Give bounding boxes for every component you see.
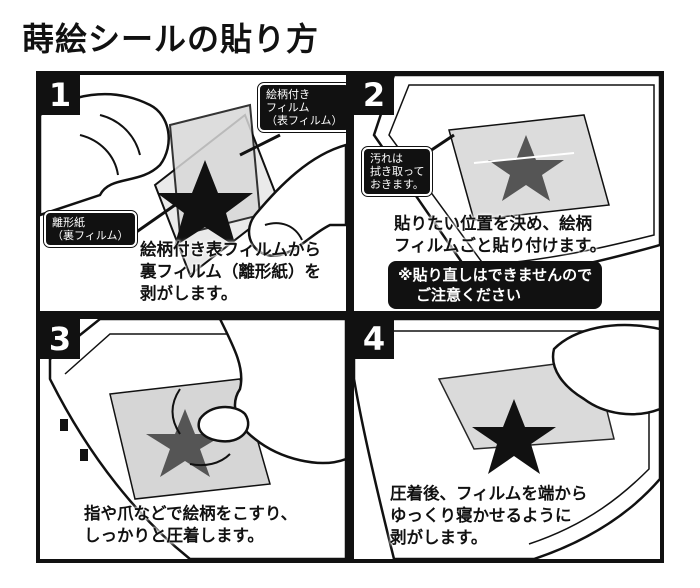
film-label: 絵柄付き フィルム （表フィルム） [257, 82, 346, 133]
step-1-caption: 絵柄付き表フィルムから 裏フィルム（離形紙）を 剥がします。 [140, 240, 321, 303]
step-1-panel: 1 絵柄付き フィルム （表フィルム） 離形紙 （裏フィルム） 絵柄付き表フィル… [40, 75, 346, 311]
left-hand-shape [40, 92, 170, 217]
release-paper-label: 離形紙 （裏フィルム） [43, 210, 138, 248]
step-3-illustration [48, 319, 346, 559]
page-title: 蒔絵シールの貼り方 [22, 20, 320, 58]
step-4-illustration [354, 319, 660, 559]
star-motif [146, 409, 225, 477]
step-number: 3 [40, 319, 80, 359]
step-number: 1 [40, 75, 80, 115]
right-hand-shape [247, 143, 346, 257]
hand-shape [551, 323, 660, 416]
step-2-panel: 2 汚れは 拭き取って おきます。 貼りたい位置を決め、絵柄 フィルムごと貼り付… [354, 75, 660, 311]
star-motif [488, 135, 564, 201]
instruction-grid: 1 絵柄付き フィルム （表フィルム） 離形紙 （裏フィルム） 絵柄付き表フィル… [36, 71, 664, 563]
step-4-panel: 4 圧着後、フィルムを端から ゆっくり寝かせるように 剥がします。 [354, 319, 660, 559]
step-number: 2 [354, 75, 394, 115]
star-motif [157, 160, 253, 247]
step-4-caption: 圧着後、フィルムを端から ゆっくり寝かせるように 剥がします。 [390, 484, 588, 547]
step-3-caption: 指や爪などで絵柄をこすり、 しっかりと圧着します。 [84, 504, 298, 545]
step-number: 4 [354, 319, 394, 359]
step-2-caption: 貼りたい位置を決め、絵柄 フィルムごと貼り付けます。 [394, 214, 607, 255]
step-1-illustration [40, 92, 346, 277]
caution-notice: ※貼り直しはできませんので ご注意ください [388, 261, 603, 309]
clean-label: 汚れは 拭き取って おきます。 [360, 146, 434, 197]
step-3-panel: 3 指や爪などで絵柄をこすり、 しっかりと圧着します。 [40, 319, 346, 559]
star-motif [472, 399, 556, 474]
